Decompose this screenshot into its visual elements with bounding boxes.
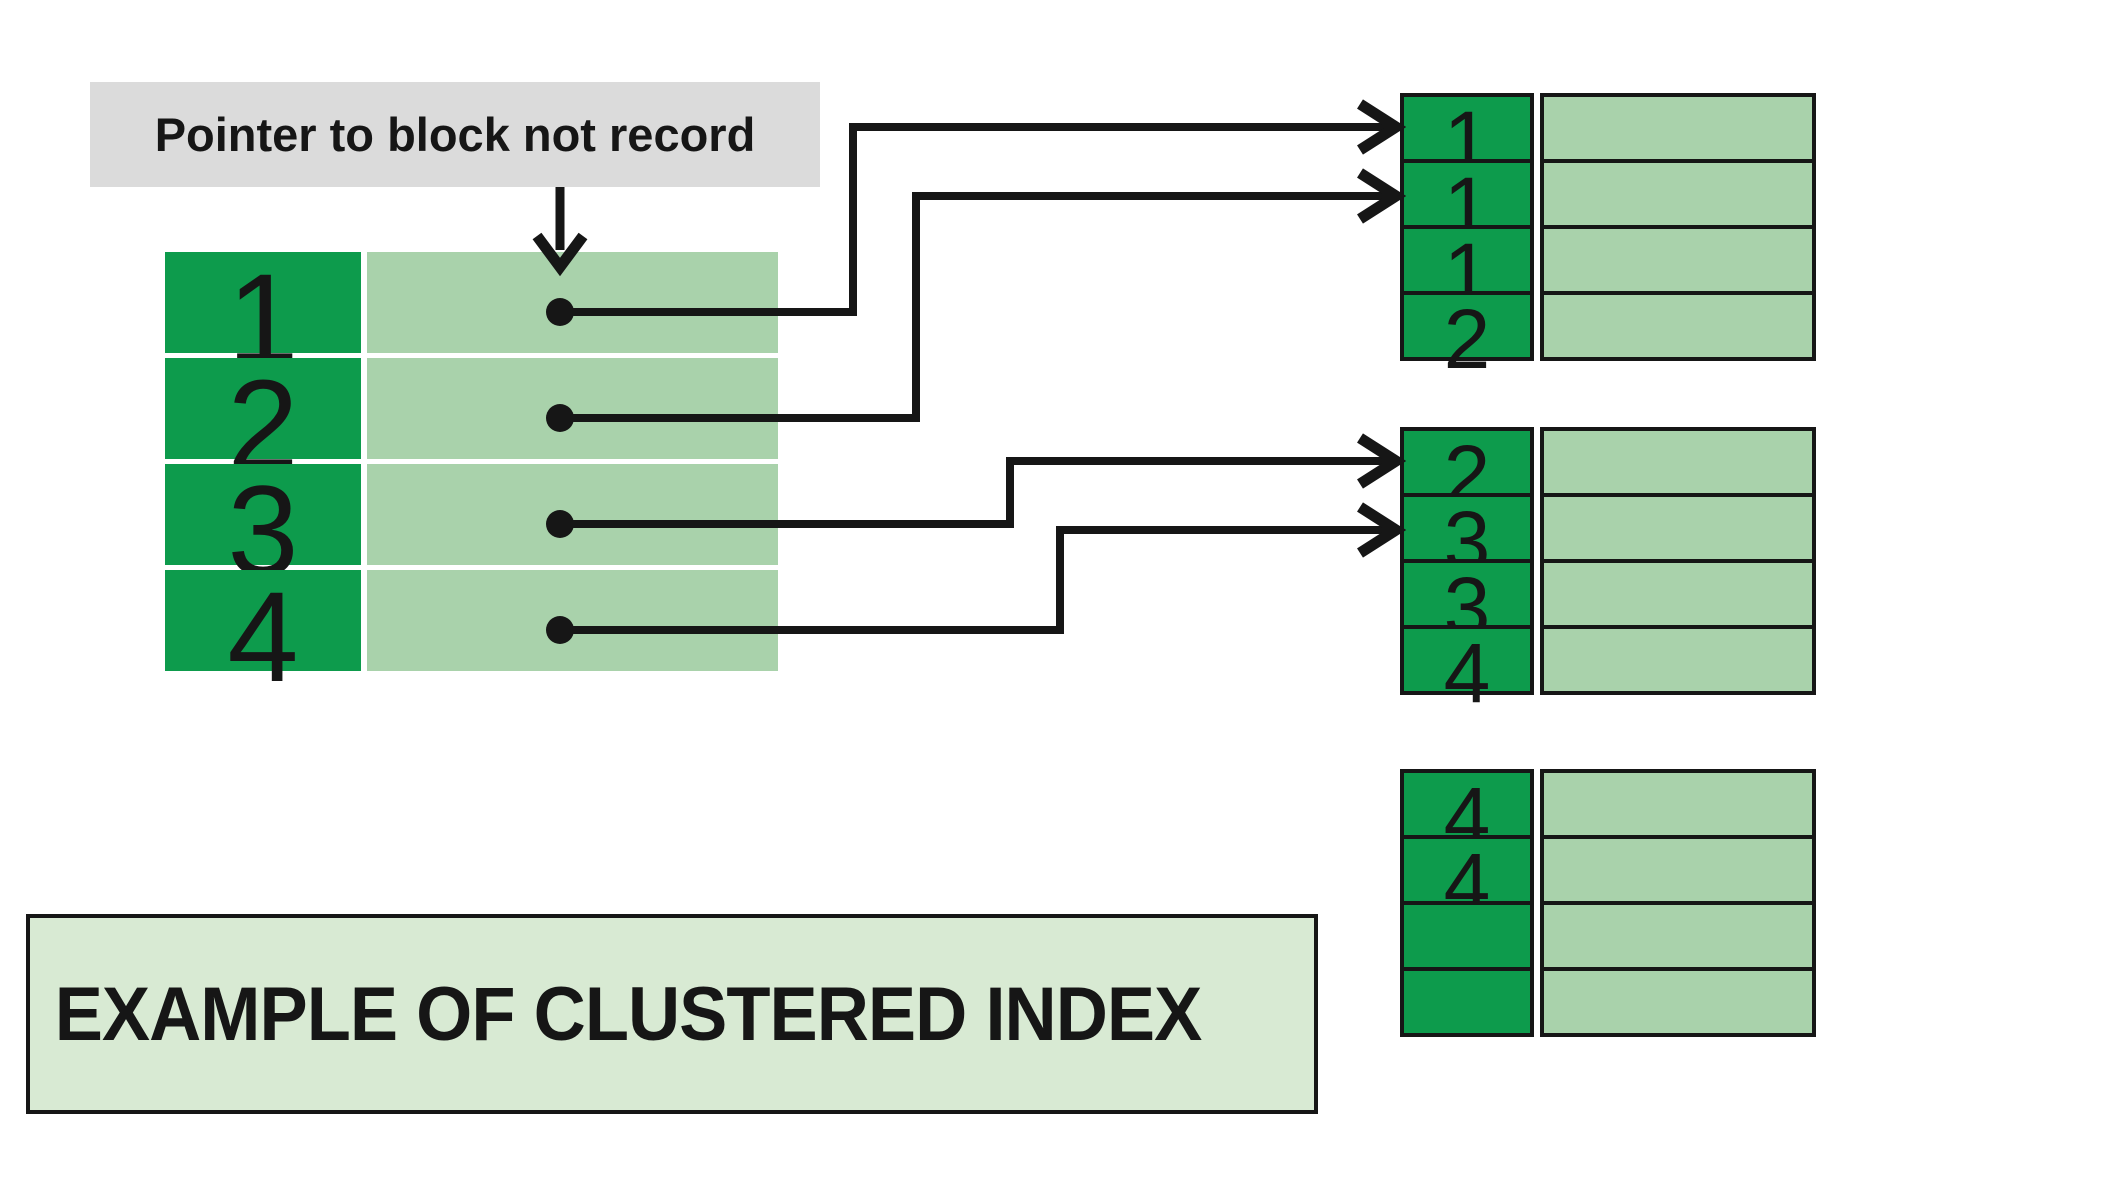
data-block-2-key-column: 2 3 3 4 [1400,427,1534,715]
right-arrowhead-icon [1357,502,1407,558]
index-pointer-cell-3 [367,464,778,565]
block-key-cell [1400,967,1534,1037]
block-record-cell [1540,93,1816,163]
block-key-cell: 3 [1400,493,1534,583]
block-key-cell: 1 [1400,159,1534,249]
block-key-cell: 3 [1400,559,1534,649]
block-record-cell [1540,901,1816,971]
data-block-3-record-column [1540,769,1816,1037]
block-key-cell: 4 [1400,835,1534,925]
data-block-1-record-column [1540,93,1816,361]
data-block-2-record-column [1540,427,1816,695]
pointer-note-box: Pointer to block not record [90,82,820,187]
block-record-cell [1540,769,1816,839]
caption-text: EXAMPLE OF CLUSTERED INDEX [54,971,1203,1057]
right-arrowhead-icon [1357,433,1407,489]
index-key-cell-2: 2 [165,358,361,490]
block-record-cell [1540,559,1816,629]
index-key-cell-1: 1 [165,252,361,384]
block-key-cell: 2 [1400,427,1534,517]
block-record-cell [1540,159,1816,229]
block-record-cell [1540,967,1816,1037]
block-key-cell [1400,901,1534,971]
block-key-cell: 2 [1400,291,1534,381]
data-block-1-key-column: 1 1 1 2 [1400,93,1534,381]
index-table-key-column: 1 2 3 4 [165,252,361,702]
caption-box: EXAMPLE OF CLUSTERED INDEX [26,914,1318,1114]
block-record-cell [1540,291,1816,361]
right-arrowhead-icon [1357,168,1407,224]
right-arrowhead-icon [1357,99,1407,155]
block-key-value: 2 [1443,292,1491,386]
block-record-cell [1540,427,1816,497]
block-record-cell [1540,493,1816,563]
index-table-pointer-column [367,252,778,676]
index-key-value: 4 [227,566,299,709]
pointer-note-text: Pointer to block not record [154,108,756,161]
block-key-cell: 4 [1400,769,1534,859]
block-record-cell [1540,625,1816,695]
index-key-cell-4: 4 [165,570,361,702]
block-key-cell: 1 [1400,225,1534,315]
index-pointer-cell-4 [367,570,778,671]
block-key-cell: 1 [1400,93,1534,183]
index-pointer-cell-2 [367,358,778,459]
index-pointer-cell-1 [367,252,778,353]
block-record-cell [1540,225,1816,295]
index-key-cell-3: 3 [165,464,361,596]
block-key-value: 4 [1443,626,1491,720]
data-block-3-key-column: 4 4 [1400,769,1534,1037]
block-record-cell [1540,835,1816,905]
block-key-cell: 4 [1400,625,1534,715]
